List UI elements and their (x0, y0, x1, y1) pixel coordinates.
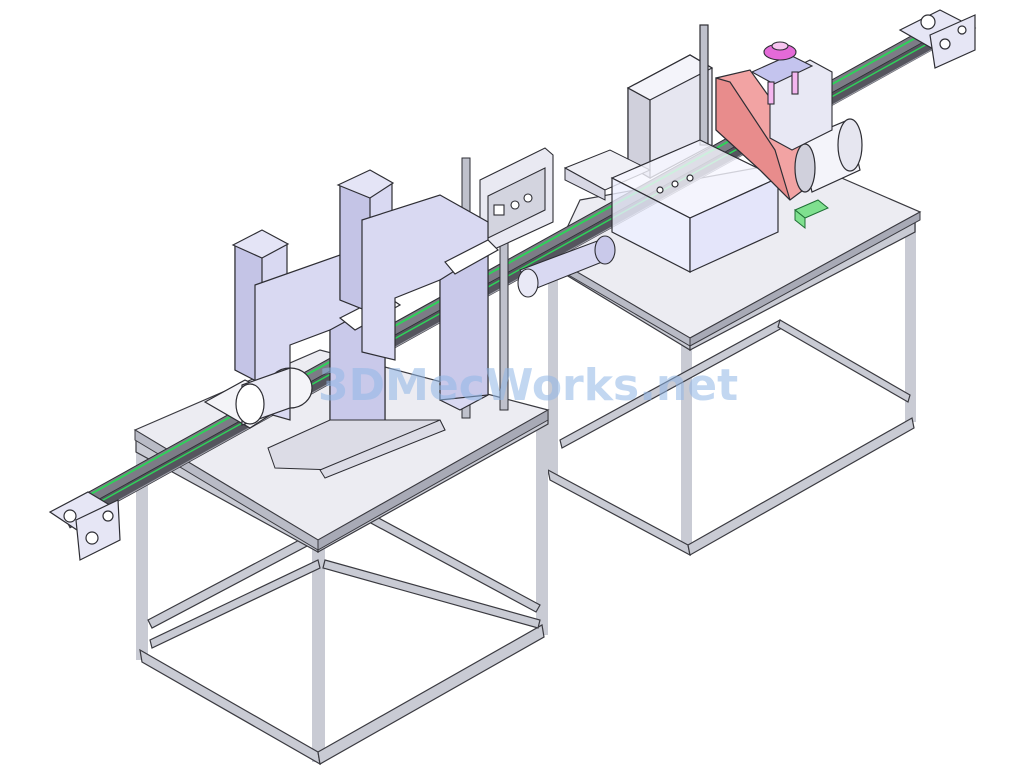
right-table-bottom-rail-1 (547, 468, 691, 557)
left-table-bottom-rail-1 (139, 648, 321, 766)
watermark-text: 3DMecWorks.net (318, 360, 738, 411)
left-rail-end-bracket (48, 491, 121, 561)
right-table-leg-right (905, 222, 916, 422)
left-table-leg-right (536, 420, 548, 635)
right-table-leg-back-left (548, 250, 558, 475)
left-table-leg-left (136, 440, 148, 660)
right-table-bottom-rail-4 (777, 319, 911, 403)
left-table-cross-1 (149, 559, 321, 649)
left-robot-icon (203, 229, 402, 456)
right-robot-icon (336, 169, 499, 411)
right-table-leg-front (681, 330, 692, 550)
right-table-bottom-rail-2 (687, 417, 915, 556)
left-table-top-edge-side (317, 409, 549, 551)
top-actuator (750, 41, 833, 151)
transfer-arm (517, 235, 616, 298)
green-clamp (794, 199, 829, 230)
center-control-panel (479, 147, 554, 253)
feeder-hopper-icon (610, 139, 780, 273)
robot-mount-frame (267, 419, 446, 479)
pink-belt-cover-icon (715, 69, 811, 201)
right-rail-end-bracket (898, 9, 977, 69)
left-table-bottom-rail-2 (317, 624, 545, 765)
left-table-cross-2 (322, 559, 541, 629)
left-table-leg-front (312, 540, 325, 762)
right-table-top-edge-side (689, 211, 921, 347)
